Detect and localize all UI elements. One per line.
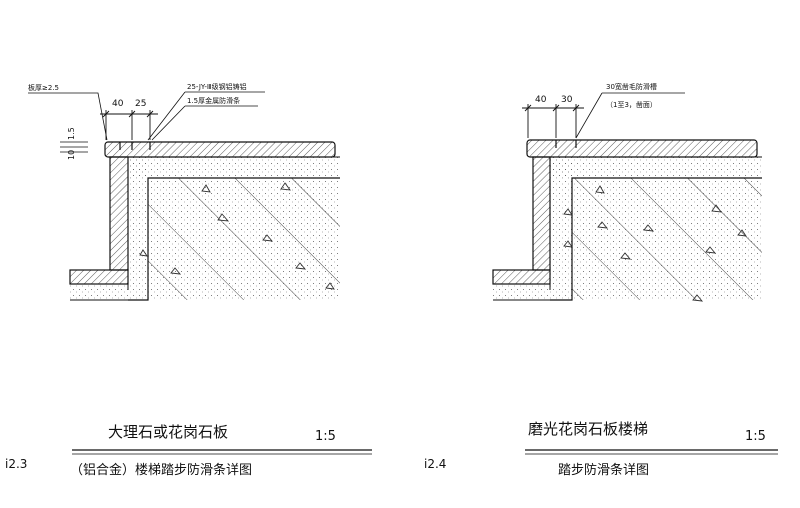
left-number: i2.3 (5, 457, 27, 471)
left-title-1: 大理石或花岗石板 (108, 423, 228, 441)
left-side-dim-1: 1.5 (67, 127, 76, 140)
right-title-1: 磨光花岗石板楼梯 (528, 420, 648, 438)
left-riser-stone (109, 156, 129, 271)
right-callout-2: （1至3，凿面） (606, 100, 657, 109)
right-riser-stone (532, 156, 551, 271)
left-callout-1: 25-JY-Ⅲ级钢铝铸铝 (187, 82, 247, 91)
left-lower-tread (69, 269, 129, 285)
right-lower-tread (492, 269, 551, 285)
left-radius-label: 板厚≥2.5 (28, 83, 59, 92)
right-title-2: 踏步防滑条详图 (558, 462, 649, 478)
left-dim-25: 25 (135, 99, 146, 109)
right-tread-stone (526, 139, 758, 158)
left-callout-2: 1.5厚金属防滑条 (187, 96, 240, 105)
left-dim-40: 40 (112, 99, 124, 109)
left-detail: 40 25 板厚≥2.5 25-JY-Ⅲ级钢铝铸铝 1.5厚金属防滑条 1.5 … (5, 82, 372, 478)
right-scale: 1:5 (745, 429, 766, 444)
right-detail: 40 30 30宽凿毛防滑槽 （1至3，凿面） 磨光花岗石板楼梯 1:5 踏步防… (424, 82, 778, 478)
left-side-dim-2: 10 (67, 150, 76, 160)
left-tread-stone (104, 141, 336, 158)
right-dim-30: 30 (561, 95, 573, 105)
right-dim-40: 40 (535, 95, 547, 105)
left-title-2: （铝合金）楼梯踏步防滑条详图 (70, 462, 252, 478)
right-number: i2.4 (424, 457, 446, 471)
left-scale: 1:5 (315, 429, 336, 444)
right-callout-1: 30宽凿毛防滑槽 (606, 82, 657, 91)
